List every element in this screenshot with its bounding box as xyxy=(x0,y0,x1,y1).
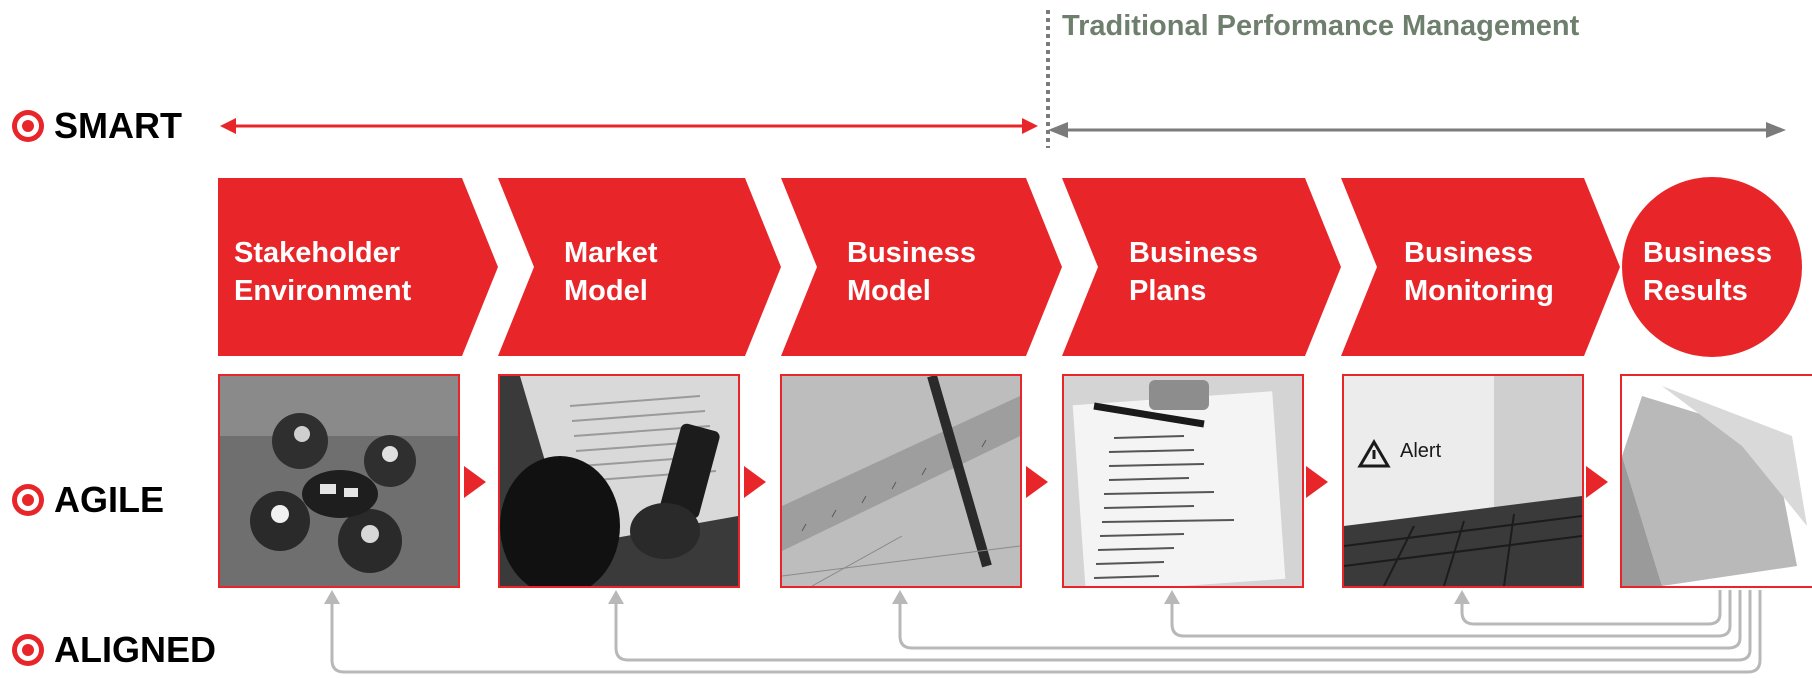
alert-text: Alert xyxy=(1400,440,1442,462)
stage-label-line: Monitoring xyxy=(1404,275,1554,307)
photo-newspaper xyxy=(498,374,740,588)
stage-chevron-5 xyxy=(1341,178,1620,356)
row-label-smart: SMART xyxy=(54,105,182,146)
stage-label-line: Plans xyxy=(1129,275,1207,307)
photo-arrow-3 xyxy=(1026,466,1048,498)
stage-label-line: Market xyxy=(564,237,658,269)
photo-meeting xyxy=(218,374,460,588)
smart-span-arrow xyxy=(220,118,1038,134)
stage-label-line: Business xyxy=(1129,237,1258,269)
photo-arrow-4 xyxy=(1306,466,1328,498)
feedback-line-1 xyxy=(330,590,1762,674)
row-label-aligned: ALIGNED xyxy=(54,629,216,670)
stage-chevron-2 xyxy=(498,178,781,356)
row-label-agile: AGILE xyxy=(54,479,165,520)
photo-ruler-pen xyxy=(780,374,1022,588)
feedback-arrowheads xyxy=(324,590,1470,604)
feedback-line-5 xyxy=(1460,590,1722,626)
stage-label-line: Business xyxy=(847,237,976,269)
stage-label-6: Business Results xyxy=(1643,234,1772,310)
stage-label-5: Business Monitoring xyxy=(1404,234,1554,310)
traditional-span-arrow xyxy=(1048,122,1786,138)
stage-label-line: Environment xyxy=(234,275,412,307)
stage-label-3: Business Model xyxy=(847,234,976,310)
stage-label-1: Stakeholder Environment xyxy=(234,234,411,310)
photo-arrow-2 xyxy=(744,466,766,498)
target-icon xyxy=(12,634,44,666)
photo-folder xyxy=(1620,374,1812,588)
stage-label-line: Business xyxy=(1643,237,1772,269)
stage-chevron-4 xyxy=(1062,178,1341,356)
feedback-loops xyxy=(330,590,1762,674)
photo-laptop-alert: Alert xyxy=(1342,374,1584,588)
stage-label-line: Model xyxy=(564,275,648,307)
traditional-performance-label: Traditional Performance Management xyxy=(1062,10,1580,42)
stage-label-line: Stakeholder xyxy=(234,237,400,269)
stage-label-4: Business Plans xyxy=(1129,234,1258,310)
stage-chevron-3 xyxy=(781,178,1062,356)
stage-chevron-1 xyxy=(218,178,498,356)
photo-arrow-5 xyxy=(1586,466,1608,498)
stage-label-2: Market Model xyxy=(564,234,658,310)
target-icon xyxy=(12,484,44,516)
feedback-line-3 xyxy=(898,590,1742,650)
photo-arrow-1 xyxy=(464,466,486,498)
feedback-line-2 xyxy=(614,590,1752,662)
stage-label-line: Results xyxy=(1643,275,1748,307)
stage-label-line: Model xyxy=(847,275,931,307)
stage-circle-6 xyxy=(1622,177,1802,357)
target-icon xyxy=(12,110,44,142)
photo-clipboard xyxy=(1062,374,1304,588)
feedback-line-4 xyxy=(1170,590,1732,638)
stage-label-line: Business xyxy=(1404,237,1533,269)
